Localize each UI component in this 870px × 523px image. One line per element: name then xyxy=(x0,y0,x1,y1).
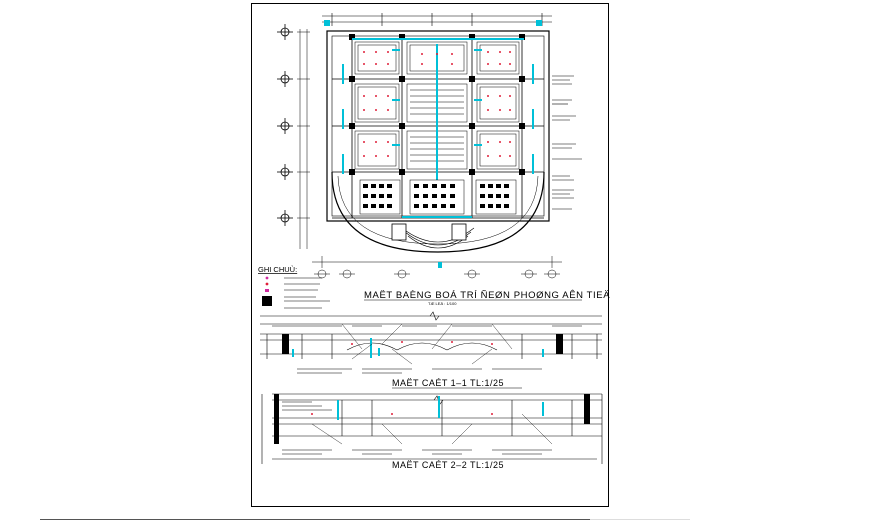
plan-red-downlights xyxy=(363,51,511,157)
legend-entries xyxy=(284,277,330,309)
drawing-sheet: GHI CHUÙ: MAËT BAÈNG BOÁ TRÍ ÑEØN PHOØNG… xyxy=(251,3,610,507)
plan-right-annotations xyxy=(552,75,582,210)
grid-bubbles-left xyxy=(277,24,293,226)
section-1-1: MAËT CAÉT 1–1 TL:1/25 xyxy=(260,311,602,389)
legend: GHI CHUÙ: xyxy=(258,265,330,309)
plan-left-dimensions xyxy=(297,29,310,249)
legend-title: GHI CHUÙ: xyxy=(258,265,297,274)
plan-top-markers xyxy=(324,20,542,26)
bottom-rule xyxy=(40,519,590,520)
section-2-2: MAËT CAÉT 2–2 TL:1/25 xyxy=(261,393,603,470)
plan-bottom-cyan-marks xyxy=(438,262,442,268)
plan-cyan-lights xyxy=(342,38,534,218)
legend-symbols xyxy=(262,276,272,306)
plan-title-block: MAËT BAÈNG BOÁ TRÍ ÑEØN PHOØNG AÊN TIEÄC… xyxy=(364,290,610,306)
plan-title: MAËT BAÈNG BOÁ TRÍ ÑEØN PHOØNG AÊN TIEÄC xyxy=(364,290,610,301)
cad-drawing: GHI CHUÙ: MAËT BAÈNG BOÁ TRÍ ÑEØN PHOØNG… xyxy=(258,13,610,470)
section-1-title: MAËT CAÉT 1–1 TL:1/25 xyxy=(392,378,504,388)
plan-bottom-dimensions xyxy=(312,256,562,279)
plan-scale: TÆ LEÄ : 1/100 xyxy=(428,301,457,306)
plan-top-dimensions xyxy=(322,13,552,26)
floor-plan xyxy=(277,13,582,279)
section-2-title: MAËT CAÉT 2–2 TL:1/25 xyxy=(392,460,504,470)
plan-bottom-fixture-cells xyxy=(363,184,509,208)
plan-columns xyxy=(349,34,525,175)
bottom-rule-faint xyxy=(590,519,690,520)
